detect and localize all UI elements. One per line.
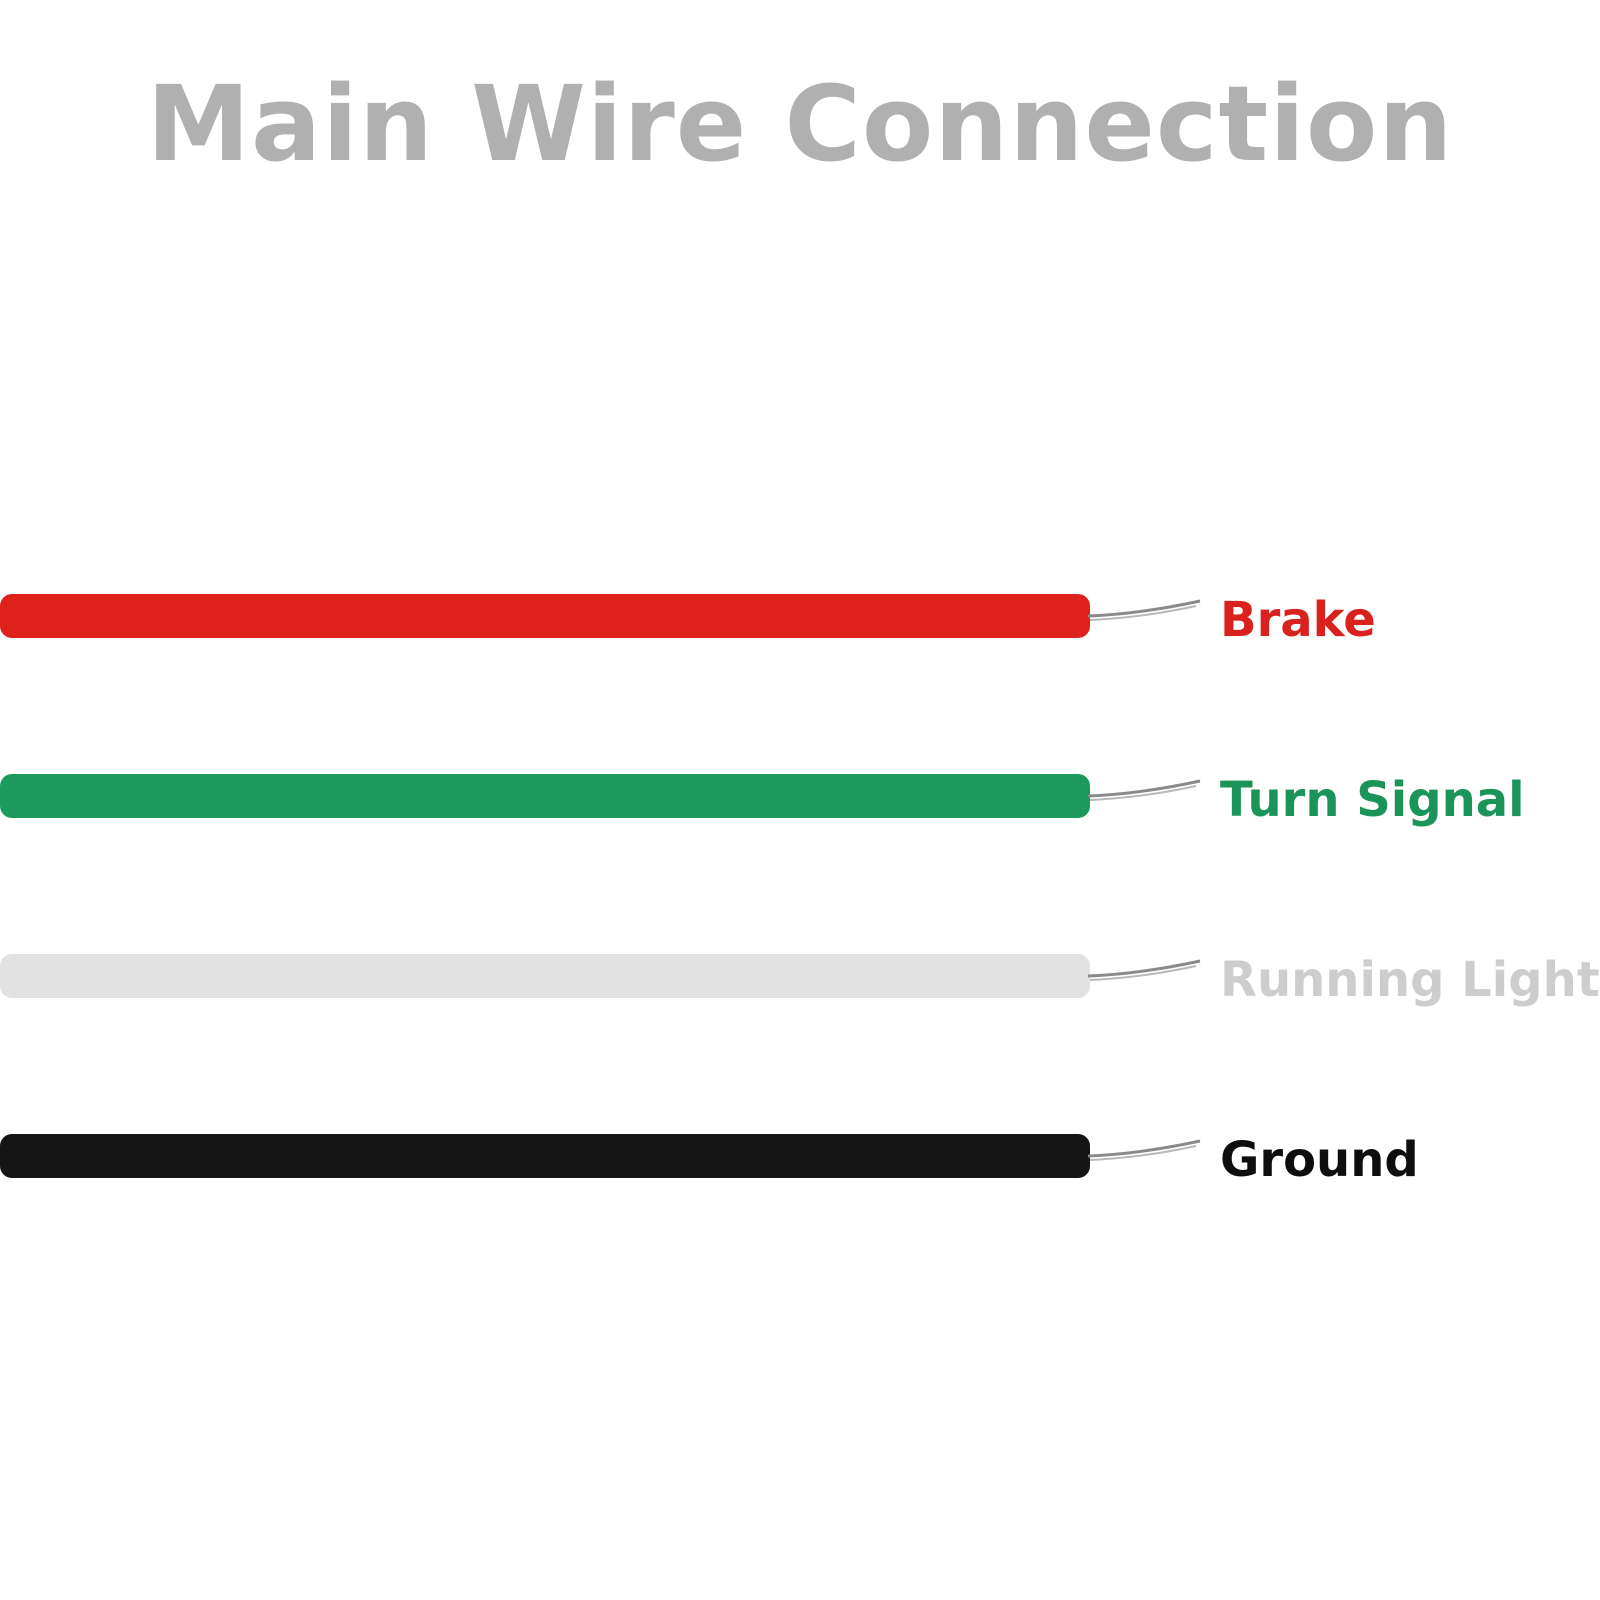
wire-label-turn-signal: Turn Signal	[1220, 772, 1525, 828]
black-wire-icon	[0, 1134, 1201, 1178]
white-wire-icon	[0, 954, 1201, 998]
wire-row-ground: Ground	[0, 1130, 1600, 1190]
wire-row-brake: Brake	[0, 590, 1600, 650]
wire-label-running-light: Running Light	[1220, 952, 1600, 1008]
green-wire-icon	[0, 774, 1201, 818]
wire-label-ground: Ground	[1220, 1132, 1419, 1188]
wire-row-running-light: Running Light	[0, 950, 1600, 1010]
wire-row-turn-signal: Turn Signal	[0, 770, 1600, 830]
wire-label-brake: Brake	[1220, 592, 1376, 648]
page-title: Main Wire Connection	[146, 63, 1454, 185]
red-wire-icon	[0, 594, 1201, 638]
